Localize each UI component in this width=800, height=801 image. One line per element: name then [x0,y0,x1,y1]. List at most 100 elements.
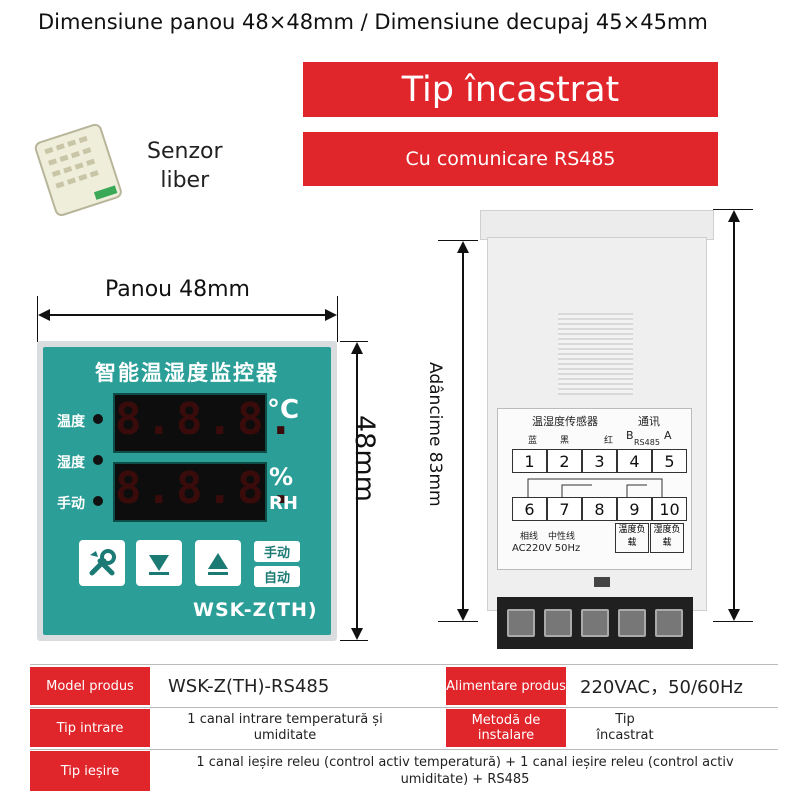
overall-height-line [733,214,735,617]
terminal-2: 2 [547,449,582,473]
rear-latch [594,577,610,587]
tools-icon [89,549,116,576]
panel-height-text: 48mm [349,415,380,502]
row-divider [30,707,778,708]
overall-arrow-up-icon [728,210,740,222]
front-panel: 智能温湿度监控器 温度 湿度 手动 8.8.8. °C 8.8.8. % RH … [43,347,331,635]
sensor-label-line2: liber [160,168,210,193]
output-header: Tip ieșire [30,751,150,791]
panel-title: 智能温湿度监控器 [95,361,279,385]
panel-width-label: Panou 48mm [105,277,250,302]
settings-button[interactable] [79,540,125,586]
humidity-unit-percent: % [269,463,294,491]
humidity-unit-rh: RH [269,493,298,514]
temperature-digits: 8.8.8. [115,394,298,445]
sensor-label-line1: Senzor [147,139,223,164]
panel-height-line [356,346,358,636]
screw-icon [507,609,535,637]
terminal-1: 1 [512,449,547,473]
comm-title: 通讯 [638,415,660,428]
sensor-title: 温湿度传感器 [532,415,598,428]
overall-guide-bottom [713,621,753,622]
screw-icon [581,609,609,637]
model-name: WSK-Z(TH) [193,599,318,621]
screw-icon [618,609,646,637]
relay-wiring-diagram [527,478,663,497]
screw-icon [655,609,683,637]
terminal-row-bottom: 6 7 8 9 10 [512,497,687,521]
depth-guide-top [438,240,478,241]
communication-banner: Cu comunicare RS485 [303,132,718,186]
rs485-a: A [664,429,672,442]
power-label: AC220V 50Hz [512,543,581,554]
auto-button[interactable]: 自动 [254,566,300,587]
row-divider [30,749,778,750]
height-guide-top [340,341,368,342]
terminal-row-top: 1 2 3 4 5 [512,449,687,473]
terminal-10: 10 [652,497,687,521]
depth-arrow-down-icon [457,609,469,621]
panel-width-line [42,314,332,316]
temperature-label: 温度 [57,414,85,430]
hum-load-label: 湿度负载 [650,523,684,553]
model-header: Model produs [30,667,150,705]
humidity-label: 湿度 [57,455,85,471]
output-value: 1 canal ieșire releu (control activ temp… [196,755,734,787]
live-label: 相线 [520,532,539,542]
neutral-label: 中性线 [548,532,576,542]
overall-arrow-down-icon [728,609,740,621]
screw-icon [544,609,572,637]
triangle-down-icon [149,555,169,575]
sensor-image [30,122,126,217]
terminal-9: 9 [617,497,652,521]
height-guide-bottom [340,640,368,641]
spec-table: Model produs WSK-Z(TH)-RS485 Alimentare … [30,664,778,801]
humidity-digits: 8.8.8. [115,463,298,514]
temperature-unit: °C [267,395,300,425]
wire-red: 红 [604,436,614,446]
manual-led-icon [93,496,103,506]
terminal-8: 8 [582,497,617,521]
dimension-guide-left [37,296,38,342]
wire-black: 黑 [560,436,570,446]
humidity-display: 8.8.8. [113,462,298,522]
overall-guide-top [713,209,753,210]
manual-button[interactable]: 手动 [254,541,300,562]
humidity-led-icon [93,455,103,465]
input-header: Tip intrare [30,709,150,747]
terminal-4: 4 [617,449,652,473]
install-value: Tip încastrat [596,712,654,743]
install-header: Metodă de instalare [446,709,566,747]
arrow-right-icon [325,309,337,321]
depth-label: Adâncime 83mm [425,362,445,507]
temperature-display: 8.8.8. [113,393,298,453]
terminal-block [497,597,693,649]
type-banner: Tip încastrat [303,62,718,117]
rear-housing-top [480,210,714,240]
down-button[interactable] [136,540,182,586]
terminal-5: 5 [652,449,687,473]
dimensions-title: Dimensiune panou 48×48mm / Dimensiune de… [38,10,708,34]
wire-blue: 蓝 [528,436,538,446]
up-button[interactable] [195,540,241,586]
input-value: 1 canal intrare temperatură și umiditate [187,712,383,743]
power-header: Alimentare produs [446,667,566,705]
model-value: WSK-Z(TH)-RS485 [168,675,330,697]
arrow-up-icon [351,342,363,354]
terminal-6: 6 [512,497,547,521]
power-value: 220VAC，50/60Hz [580,677,743,698]
rs485-b: B [626,429,634,442]
dimension-guide-right [337,296,338,342]
ventilation-grille [558,313,633,395]
arrow-down-icon [351,628,363,640]
depth-arrow-up-icon [457,241,469,253]
manual-label: 手动 [57,496,85,512]
triangle-up-icon [208,553,228,575]
temp-load-label: 温度负载 [615,523,649,553]
depth-guide-bottom [438,621,478,622]
wiring-label: 温湿度传感器 通讯 蓝 黑 红 B A RS485 1 2 3 4 5 6 7 … [497,408,692,570]
terminal-3: 3 [582,449,617,473]
depth-line [462,245,464,617]
sensor-label: Senzor liber [147,137,223,195]
rs485-label: RS485 [634,438,660,447]
